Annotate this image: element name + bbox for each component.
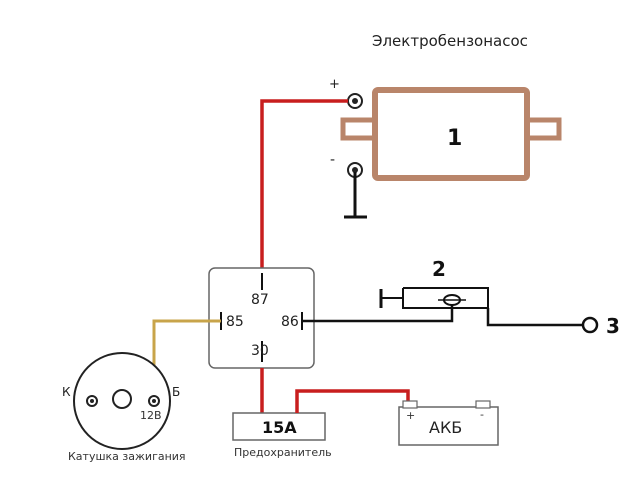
ignition-coil: 12В [73, 352, 171, 450]
switch-number: 2 [432, 257, 446, 281]
terminal-number: 3 [606, 314, 620, 338]
fuse-rating: 15A [262, 418, 297, 437]
coil-terminal-label: 12В [140, 409, 162, 422]
fuse: 15A [232, 412, 326, 441]
coil-b-label: Б [172, 385, 180, 399]
pump-left-tab [340, 117, 378, 141]
fuse-caption: Предохранитель [234, 446, 332, 459]
battery-plus-sign: + [406, 409, 415, 422]
battery: + - АКБ [398, 400, 499, 446]
fuse-body [232, 412, 326, 441]
coil-b-terminal-dot [152, 399, 156, 403]
coil-center [112, 389, 132, 409]
battery-plus-post [402, 400, 418, 409]
wire-switch-to-terminal [486, 308, 582, 327]
pump-right-tab [524, 117, 562, 141]
coil-k-terminal-dot [90, 399, 94, 403]
pump-negative-terminal-dot [352, 167, 358, 173]
battery-body [398, 406, 499, 446]
pump-minus-sign: - [330, 152, 335, 168]
coil-caption: Катушка зажигания [68, 450, 186, 463]
coil-k-label: К [62, 385, 71, 399]
battery-minus-sign: - [480, 408, 484, 421]
battery-label: АКБ [429, 418, 462, 437]
pump-number: 1 [447, 126, 462, 151]
switch: 2 [379, 257, 489, 309]
battery-minus-post [475, 400, 491, 409]
fuel-pump: 1 [340, 87, 562, 181]
relay: 87 85 86 30 [208, 267, 315, 369]
relay-pin-87: 87 [251, 292, 269, 308]
wire-87-to-pump [260, 99, 348, 290]
relay-pin-85: 85 [226, 314, 244, 330]
pump-plus-sign: + [329, 77, 340, 92]
diagram-title: Электробензонасос [372, 32, 528, 50]
relay-pin-30: 30 [251, 343, 269, 359]
wire-fuse-to-battery [295, 389, 410, 413]
terminal-3 [581, 316, 599, 334]
relay-pin-86: 86 [281, 314, 299, 330]
pump-positive-terminal-dot [352, 98, 358, 104]
wire-86-to-switch [302, 305, 454, 323]
